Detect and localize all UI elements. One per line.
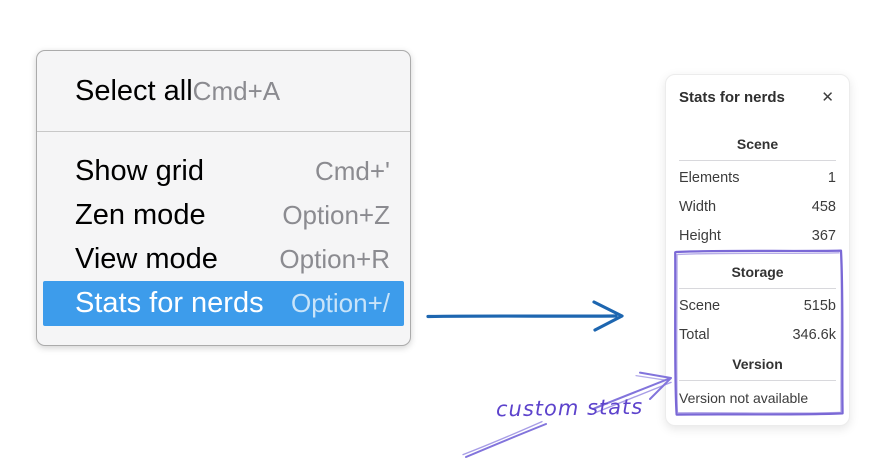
stat-value: 367 bbox=[811, 228, 836, 244]
stat-label: Height bbox=[679, 228, 721, 244]
stat-row-height: Height 367 bbox=[679, 222, 836, 251]
menu-item-zen-mode[interactable]: Zen mode Option+Z bbox=[43, 193, 404, 237]
scene-rows: Elements 1 Width 458 Height 367 bbox=[679, 164, 836, 251]
menu-item-label: View mode bbox=[75, 242, 218, 275]
storage-rows: Scene 515b Total 346.6k bbox=[679, 292, 836, 350]
stat-label: Total bbox=[679, 327, 710, 343]
section-header-version: Version bbox=[732, 356, 783, 372]
menu-item-select-all[interactable]: Select all Cmd+A bbox=[43, 69, 294, 113]
menu-item-show-grid[interactable]: Show grid Cmd+' bbox=[43, 149, 404, 193]
stats-panel-header: Stats for nerds ✕ bbox=[679, 87, 836, 107]
menu-item-label: Zen mode bbox=[75, 198, 206, 231]
stat-value: 346.6k bbox=[792, 327, 836, 343]
annotation-label: custom stats bbox=[495, 394, 644, 422]
section-header-scene: Scene bbox=[736, 136, 779, 152]
menu-divider bbox=[37, 131, 410, 132]
panel-divider bbox=[679, 288, 836, 289]
menu-item-label: Stats for nerds bbox=[75, 287, 264, 319]
stat-row-total-size: Total 346.6k bbox=[679, 321, 836, 350]
section-header-storage: Storage bbox=[731, 264, 784, 280]
stats-panel-title: Stats for nerds bbox=[679, 88, 785, 106]
blue-arrow bbox=[426, 300, 624, 332]
stat-label: Scene bbox=[679, 298, 721, 314]
menu-item-label: Select all bbox=[75, 74, 193, 107]
menu-item-view-mode[interactable]: View mode Option+R bbox=[43, 237, 404, 281]
stat-label: Width bbox=[679, 199, 717, 215]
menu-item-label: Show grid bbox=[75, 154, 204, 187]
menu-item-shortcut: Option+R bbox=[279, 243, 390, 274]
stat-row-elements: Elements 1 bbox=[679, 164, 836, 193]
context-menu: Select all Cmd+A Show grid Cmd+' Zen mod… bbox=[36, 50, 411, 346]
stat-label: Elements bbox=[679, 170, 740, 186]
stat-value: 1 bbox=[827, 170, 836, 186]
menu-item-shortcut: Option+Z bbox=[282, 199, 390, 230]
menu-section-top: Select all Cmd+A bbox=[37, 51, 410, 131]
menu-item-shortcut: Cmd+A bbox=[192, 75, 281, 106]
stat-row-scene-size: Scene 515b bbox=[679, 292, 836, 321]
stat-value: 458 bbox=[811, 199, 836, 215]
panel-divider bbox=[679, 380, 836, 381]
menu-item-shortcut: Option+/ bbox=[290, 288, 390, 318]
menu-item-stats-for-nerds[interactable]: Stats for nerds Option+/ bbox=[43, 281, 404, 326]
menu-item-shortcut: Cmd+' bbox=[314, 155, 390, 186]
close-icon[interactable]: ✕ bbox=[821, 88, 834, 106]
menu-section-bottom: Show grid Cmd+' Zen mode Option+Z View m… bbox=[37, 132, 410, 345]
stat-value: 515b bbox=[803, 298, 836, 314]
stat-row-width: Width 458 bbox=[679, 193, 836, 222]
version-note: Version not available bbox=[679, 390, 809, 406]
panel-divider bbox=[679, 160, 836, 161]
stats-panel: Stats for nerds ✕ Scene Elements 1 Width… bbox=[665, 74, 850, 426]
